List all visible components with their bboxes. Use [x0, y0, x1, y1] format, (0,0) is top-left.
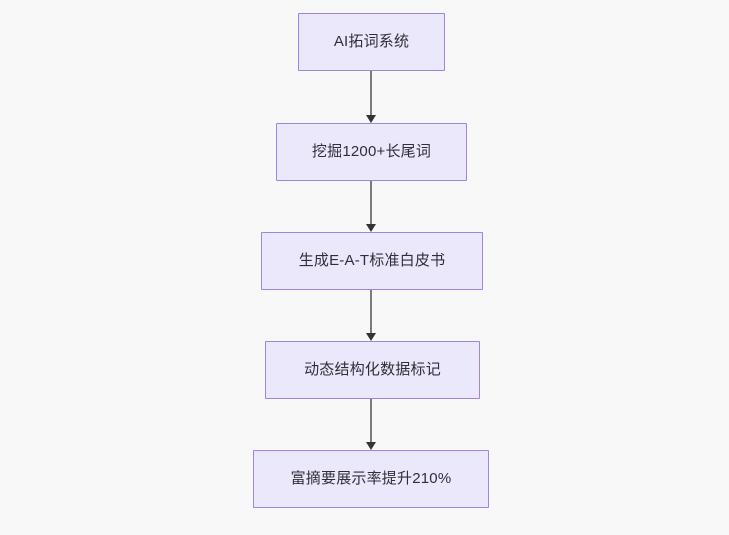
flow-node-label: AI拓词系统 [333, 33, 410, 50]
flow-node-n2[interactable]: 挖掘1200+长尾词 [276, 123, 467, 181]
arrow-line [370, 290, 372, 334]
flow-node-n4[interactable]: 动态结构化数据标记 [265, 341, 480, 399]
arrow-line [370, 71, 372, 116]
arrowhead-icon [366, 224, 376, 232]
flow-arrow-n4-to-n5 [366, 399, 376, 450]
flow-node-label: 富摘要展示率提升210% [290, 470, 452, 487]
arrow-line [370, 399, 372, 443]
flow-arrow-n2-to-n3 [366, 181, 376, 232]
arrowhead-icon [366, 333, 376, 341]
flow-arrow-n3-to-n4 [366, 290, 376, 341]
flow-node-label: 生成E-A-T标准白皮书 [298, 252, 446, 269]
arrowhead-icon [366, 442, 376, 450]
flow-node-n3[interactable]: 生成E-A-T标准白皮书 [261, 232, 483, 290]
flow-arrow-n1-to-n2 [366, 71, 376, 123]
flow-node-label: 动态结构化数据标记 [304, 361, 441, 378]
arrowhead-icon [366, 115, 376, 123]
flow-node-n1[interactable]: AI拓词系统 [298, 13, 445, 71]
arrow-line [370, 181, 372, 225]
flow-node-label: 挖掘1200+长尾词 [311, 143, 432, 160]
flow-node-n5[interactable]: 富摘要展示率提升210% [253, 450, 489, 508]
